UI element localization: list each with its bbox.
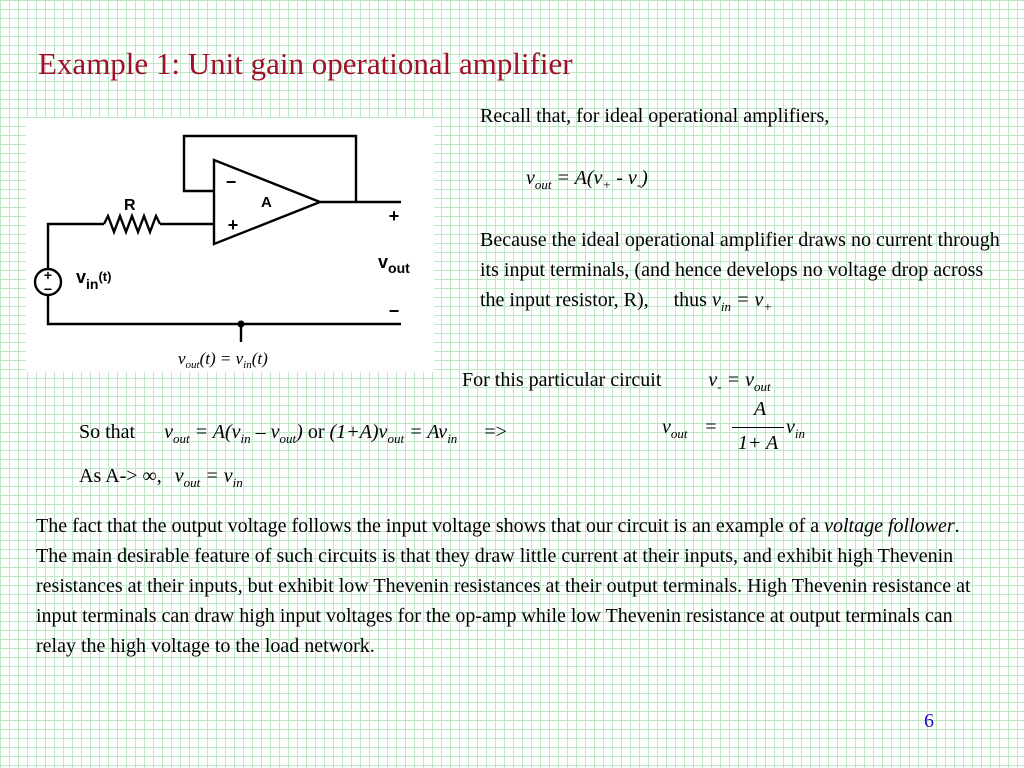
caption-end: (t) <box>252 349 268 368</box>
vin-v: v <box>711 289 721 311</box>
para-part2: . The main desirable feature of such cir… <box>36 515 971 657</box>
output-plus-sign: + <box>389 206 400 226</box>
circuit-caption: vout(t) = vin(t) <box>178 349 268 371</box>
eq3-a-sub: out <box>387 431 405 446</box>
eq2-b-sub: in <box>240 431 251 446</box>
para-part1: The fact that the output voltage follows… <box>36 515 825 537</box>
vin-equals-vplus: vin = v+ <box>711 289 773 314</box>
limit-a: As A-> <box>79 465 143 487</box>
vplus-sub: + <box>763 299 773 314</box>
feedback-wire <box>182 134 358 202</box>
eq3-b: = Av <box>404 421 448 443</box>
output-minus-sign: − <box>389 301 400 321</box>
resistor-label: R <box>124 197 136 214</box>
input-voltage-t: (t) <box>98 269 111 284</box>
limit-d: = v <box>200 465 233 487</box>
caption-sub2: in <box>243 359 252 371</box>
caption-mid: (t) = v <box>200 349 244 368</box>
because-paragraph: Because the ideal operational amplifier … <box>480 225 1000 315</box>
frac-denominator: 1+ A <box>737 432 779 454</box>
op-amp-gain-label: A <box>261 194 272 211</box>
vout-sub: out <box>754 379 771 394</box>
vminus-equals-vout: v- = vout <box>708 369 771 394</box>
eq2: vout = A(vin – vout) <box>164 421 303 446</box>
ground-node <box>237 320 245 328</box>
vminus-eq-sign: = <box>721 369 746 391</box>
frac-rhs: vin <box>786 416 806 441</box>
input-voltage-sub: in <box>86 276 98 292</box>
eq1-minus: - v <box>611 167 637 189</box>
frac-equals: = <box>704 416 718 438</box>
page-number: 6 <box>924 710 934 732</box>
eq3-b-sub: in <box>447 431 458 446</box>
eq1-plus-sub: + <box>602 177 612 192</box>
input-voltage-v: v <box>76 267 86 287</box>
infinity-symbol: ∞ <box>142 465 157 487</box>
frac-rhs-v: v <box>786 416 795 438</box>
vout-v: v <box>745 369 755 391</box>
limit-comma: , <box>156 465 162 487</box>
eq1-end: ) <box>641 167 648 189</box>
so-that-text: So that <box>79 421 136 443</box>
eq1-lhs-sub: out <box>534 177 552 192</box>
eq2-c: – v <box>250 421 280 443</box>
or-word: or <box>302 421 330 443</box>
input-voltage-label: vin(t) <box>76 267 111 292</box>
because-text: Because the ideal operational amplifier … <box>480 229 1000 311</box>
limit-equation: vout = vin <box>174 465 243 490</box>
vin-eq-sign: = <box>730 289 755 311</box>
source-minus-sign: − <box>44 281 52 297</box>
eq2-d: ) <box>296 421 303 443</box>
limit-c: v <box>174 465 184 487</box>
op-amp-plus-input: + <box>228 215 239 235</box>
limit-d-sub: in <box>232 475 243 490</box>
gain-fraction: vout = A 1+ A vin <box>662 396 822 462</box>
frac-bar <box>732 427 784 428</box>
so-that-line: So that vout = A(vin – vout) or (1+A)vou… <box>79 417 507 447</box>
slide-title: Example 1: Unit gain operational amplifi… <box>38 46 573 81</box>
frac-lhs-sub: out <box>670 426 688 441</box>
eq2-a: v <box>164 421 174 443</box>
limit-line: As A-> ∞, vout = vin <box>79 461 243 491</box>
vplus-v: v <box>754 289 764 311</box>
limit-c-sub: out <box>183 475 201 490</box>
eq3: (1+A)vout = Avin <box>329 421 458 446</box>
source-plus-sign: + <box>44 267 52 283</box>
ideal-opamp-equation: vout = A(v+ - v-) <box>526 163 648 193</box>
implies-arrow: => <box>484 421 507 443</box>
resistor-r <box>102 212 162 236</box>
frac-numerator: A <box>753 398 767 420</box>
particular-circuit-line: For this particular circuit v- = vout <box>462 365 771 395</box>
input-wire-bottom <box>46 295 401 326</box>
eq1-minus-sub: - <box>636 177 642 192</box>
thus-word: thus <box>673 289 707 311</box>
voltage-follower-paragraph: The fact that the output voltage follows… <box>36 511 986 661</box>
eq2-a-sub: out <box>173 431 190 446</box>
input-wire-top <box>46 222 104 269</box>
caption-v1: v <box>178 349 186 368</box>
frac-lhs-v: v <box>662 416 671 438</box>
voltage-source <box>33 267 63 297</box>
op-amp-circuit-diagram: − + A R + − vout + − vin(t) vout(t) = vi… <box>26 118 434 372</box>
frac-lhs: vout <box>662 416 688 441</box>
particular-text: For this particular circuit <box>462 369 662 391</box>
eq1-lhs: v <box>526 167 535 189</box>
op-amp-minus-input: − <box>226 172 237 192</box>
output-voltage-v: v <box>378 252 388 272</box>
vminus-v: v <box>708 369 718 391</box>
frac-rhs-sub: in <box>794 426 806 441</box>
output-voltage-label: vout <box>378 252 410 276</box>
caption-sub1: out <box>186 359 201 371</box>
vminus-sub: - <box>717 379 722 394</box>
output-voltage-sub: out <box>388 260 410 276</box>
eq1-mid: = A(v <box>551 167 603 189</box>
vin-sub: in <box>720 299 731 314</box>
voltage-follower-emphasis: voltage follower <box>824 515 955 537</box>
eq2-c-sub: out <box>279 431 297 446</box>
op-amp-triangle <box>212 158 324 246</box>
eq2-b: = A(v <box>189 421 241 443</box>
eq3-a: (1+A)v <box>329 421 388 443</box>
recall-text: Recall that, for ideal operational ampli… <box>480 105 830 127</box>
